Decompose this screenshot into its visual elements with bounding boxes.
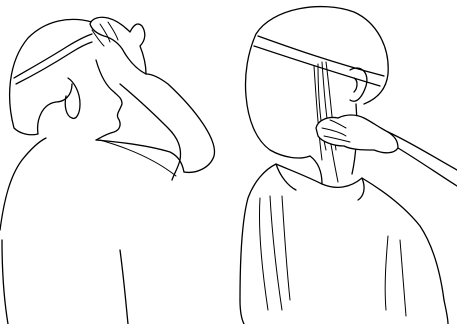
left-hand [90, 17, 146, 74]
left-shoulders [0, 138, 184, 230]
right-ear [350, 68, 367, 101]
left-figure [0, 17, 214, 324]
right-section-band [254, 36, 384, 86]
right-hand [316, 115, 398, 153]
right-shoulders [240, 164, 444, 300]
left-torso-edge [2, 240, 128, 324]
left-raised-arm [120, 74, 214, 180]
left-head-outline [10, 19, 92, 134]
left-jaw-line [96, 60, 122, 140]
right-cape-folds [259, 196, 406, 316]
right-arm [388, 132, 457, 186]
right-lower-edge [240, 300, 448, 324]
right-figure [240, 7, 457, 324]
